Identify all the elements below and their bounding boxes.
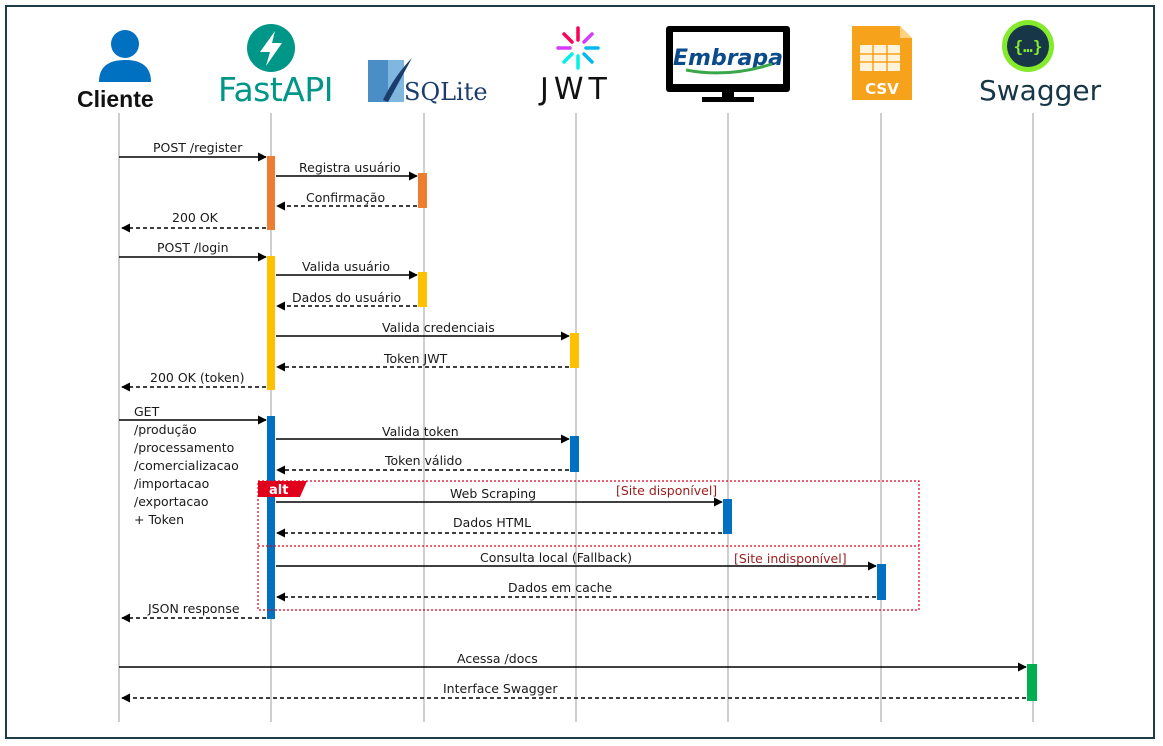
message-label-acessa-docs: Acessa /docs [457, 651, 538, 666]
message-label-ok-token: 200 OK (token) [150, 370, 245, 385]
participant-label-swagger: Swagger [979, 74, 1102, 107]
user-icon [99, 30, 151, 82]
csv-file-icon: CSV [852, 26, 912, 100]
message-label-valida-usuario: Valida usuário [302, 259, 390, 274]
embrapa-logo-text: Embrapa [673, 46, 783, 71]
alt-fragment: alt [Site disponível] [Site indisponível… [257, 480, 920, 611]
participant-label-fastapi: FastAPI [218, 70, 334, 109]
activation-embrapa [723, 499, 732, 534]
alt-condition-site-disponivel: [Site disponível] [616, 483, 717, 498]
get-request-line: /exportacao [134, 494, 209, 509]
jwt-logo-icon [556, 26, 600, 70]
get-request-label: GET /produção /processamento /comerciali… [134, 404, 239, 527]
message-label-dados-html: Dados HTML [453, 515, 531, 530]
message-label-consulta-local: Consulta local (Fallback) [480, 550, 632, 565]
get-request-line: /importacao [134, 476, 209, 491]
activation-swagger [1027, 664, 1037, 701]
activation-csv [877, 564, 886, 600]
message-label-dados-usuario: Dados do usuário [292, 290, 401, 305]
get-request-line: + Token [134, 512, 184, 527]
diagram-frame [5, 5, 1155, 739]
message-label-interface-swagger: Interface Swagger [443, 681, 558, 696]
message-label-dados-cache: Dados em cache [508, 580, 613, 595]
message-label-valida-token: Valida token [382, 424, 459, 439]
message-label-json-response: JSON response [147, 601, 240, 616]
get-request-line: /comercializacao [134, 458, 239, 473]
activation-fastapi-login [267, 256, 275, 390]
activation-jwt-get [570, 436, 579, 472]
get-request-line: /produção [134, 422, 197, 437]
participant-label-jwt: JWT [540, 72, 612, 107]
activation-sqlite-register [418, 173, 427, 208]
message-label-ok-register: 200 OK [172, 210, 219, 225]
alt-condition-site-indisponivel: [Site indisponível] [734, 551, 847, 566]
message-label-post-register: POST /register [153, 140, 243, 155]
activation-sqlite-login [418, 272, 427, 307]
participant-label-sqlite: SQLite [404, 78, 488, 106]
fastapi-bolt-icon [247, 24, 295, 72]
get-request-line: /processamento [134, 440, 234, 455]
csv-icon-label: CSV [865, 80, 899, 98]
alt-tag-label: alt [269, 483, 288, 498]
message-label-registra-usuario: Registra usuário [299, 160, 401, 175]
message-label-token-valido: Token válido [384, 453, 462, 468]
sqlite-feather-icon [368, 58, 412, 102]
monitor-icon: Embrapa [666, 26, 790, 102]
message-label-confirmacao: Confirmação [306, 190, 385, 205]
get-request-line: GET [134, 404, 160, 419]
message-label-valida-credenciais: Valida credenciais [382, 320, 495, 335]
activation-jwt-login [570, 333, 579, 368]
message-label-web-scraping: Web Scraping [450, 486, 536, 501]
message-label-post-login: POST /login [157, 240, 229, 255]
activation-fastapi-register [267, 156, 275, 230]
alt-tag-box [258, 481, 307, 497]
activation-fastapi-get [267, 416, 275, 619]
participant-label-cliente: Cliente [77, 86, 154, 112]
swagger-braces-icon: {…} [1002, 20, 1054, 72]
svg-text:{…}: {…} [1014, 37, 1043, 56]
message-label-token-jwt: Token JWT [383, 351, 448, 366]
